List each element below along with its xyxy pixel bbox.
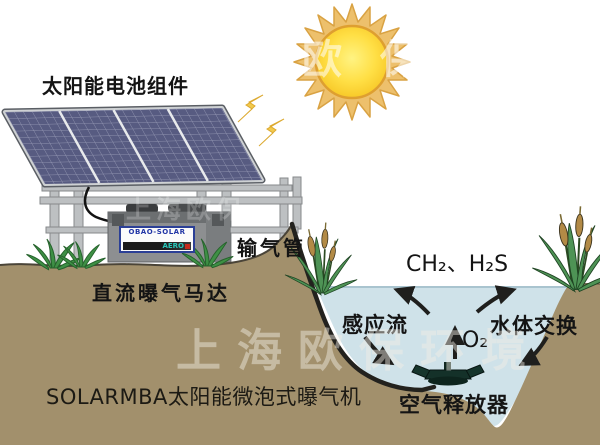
pond-water <box>316 287 567 426</box>
flow-arrows <box>363 285 549 366</box>
device-badge: OBAO-SOLAR AERO <box>119 226 195 253</box>
badge-red-dot <box>185 243 190 249</box>
dc-motor-label: 直流曝气马达 <box>92 281 230 305</box>
air-pipe <box>289 221 437 393</box>
solar-panel-label: 太阳能电池组件 <box>42 74 189 98</box>
gases-label: CH₂、H₂S <box>406 252 509 277</box>
lightning-icon <box>237 94 285 147</box>
induced-flow-label: 感应流 <box>342 313 408 337</box>
air-releaser-label: 空气释放器 <box>399 393 509 417</box>
product-title: SOLARMBA太阳能微泡式曝气机 <box>46 385 362 409</box>
cattail-plant-icon <box>284 205 600 296</box>
device-brand: OBAO-SOLAR <box>128 228 186 236</box>
ground <box>0 224 600 445</box>
solar-panel <box>1 104 266 188</box>
sun-icon <box>293 3 411 121</box>
device-model-bar: AERO <box>123 242 191 250</box>
oxygen-label: O₂ <box>462 328 489 353</box>
water-exchange-label: 水体交换 <box>490 314 578 338</box>
air-pipe-label: 输气管 <box>237 236 306 260</box>
device-model: AERO <box>162 241 184 250</box>
air-diffuser-icon <box>411 362 485 386</box>
